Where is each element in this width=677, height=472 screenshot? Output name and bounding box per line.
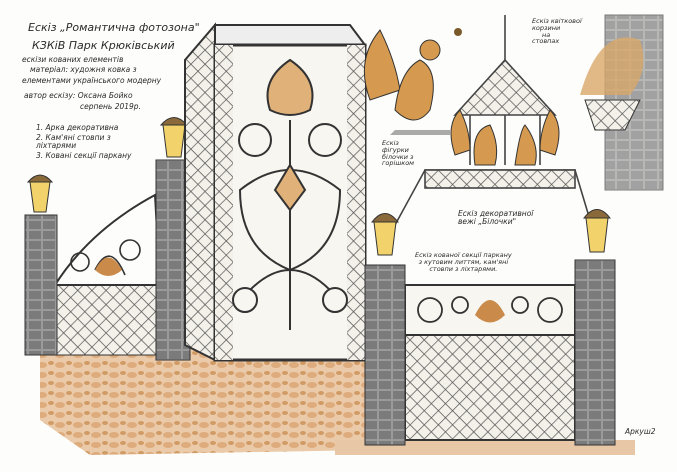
- arch-side: [184, 22, 216, 362]
- cobblestone-ground: [40, 340, 370, 455]
- right-fence-ornament: [417, 296, 563, 323]
- annotation-line: вежі „Білочки": [458, 216, 517, 226]
- tower-annotation: Ескіз декоративної вежі „Білочки": [458, 210, 533, 226]
- annotation-line: на: [542, 30, 551, 39]
- lantern-icon: [582, 209, 612, 253]
- client-name: КЗКіВ Парк Крюківський: [32, 39, 175, 52]
- annotation-line: фігурки: [382, 145, 409, 154]
- basket-annotation: Ескіз квіткової корзини на стовпах: [532, 18, 582, 45]
- header-line-1: ескізи кованих елементів: [22, 55, 124, 64]
- legend-label: Ковані секції паркану: [45, 150, 132, 160]
- sketch-title: Ескіз „Романтична фотозона": [28, 21, 200, 34]
- annotation-line: Ескіз декоративної: [458, 209, 534, 218]
- arch-top: [214, 24, 367, 46]
- squirrel-figure: [363, 28, 462, 135]
- left-fence-scroll: [53, 193, 162, 286]
- right-pillar-left: [364, 264, 406, 446]
- sheet-label: Аркуш2: [625, 427, 656, 436]
- squirrel-annotation: Ескіз фігурки білочки з горішком: [382, 140, 414, 167]
- right-pillar-right: [574, 259, 616, 446]
- annotation-line: Ескіз: [382, 139, 399, 147]
- annotation-line: стовпах: [532, 37, 560, 46]
- annotation-line: корзини: [532, 23, 561, 32]
- annotation-line: Ескіз квіткової: [532, 17, 582, 25]
- arch-ornament: [232, 58, 348, 330]
- fence-annotation: Ескіз кованої секції паркану з кутовим л…: [415, 252, 512, 272]
- annotation-line: білочки з: [382, 152, 414, 161]
- left-fence-lattice: [54, 284, 161, 356]
- legend-num: 3.: [36, 150, 44, 160]
- date: серпень 2019р.: [80, 102, 141, 111]
- tower-squirrels: [450, 109, 560, 166]
- annotation-line: Ескіз кованої секції паркану: [415, 251, 512, 259]
- annotation-line: з кутовим литтям, кам'яні: [418, 257, 509, 266]
- annotation-line: стовпи з ліхтарями.: [429, 264, 498, 273]
- arch-lattice-left: [215, 45, 233, 360]
- legend-item: 1. Арка декоративна: [36, 124, 132, 132]
- right-fence-leaf: [475, 300, 505, 323]
- lantern-icon: [26, 174, 54, 213]
- legend-item: 2. Кам'яні стовпи з ліхтарями: [36, 132, 131, 150]
- right-fence-lattice: [404, 334, 576, 441]
- lantern-icon: [370, 213, 400, 256]
- left-pillar: [24, 214, 58, 356]
- legend-list: 1. Арка декоративна 2. Кам'яні стовпи з …: [36, 124, 132, 160]
- legend-num: 1.: [36, 123, 44, 132]
- left-fence-leaf: [95, 257, 122, 276]
- header-line-2: матеріал: художня ковка з: [30, 65, 137, 74]
- ground-band: [335, 440, 635, 455]
- flower-basket: [580, 37, 644, 131]
- arch-lattice-right: [347, 45, 365, 360]
- header-line-3: елементами українського модерну: [22, 76, 162, 85]
- legend-label: Арка декоративна: [45, 123, 119, 132]
- legend-label: Кам'яні стовпи з ліхтарями: [36, 132, 111, 150]
- legend-num: 2.: [36, 132, 44, 142]
- annotation-line: горішком: [382, 159, 415, 168]
- squirrel-tower: [394, 15, 591, 226]
- legend-item: 3. Ковані секції паркану: [36, 150, 132, 160]
- lantern-icon: [159, 117, 189, 158]
- author: автор ескізу: Оксана Бойко: [24, 91, 133, 100]
